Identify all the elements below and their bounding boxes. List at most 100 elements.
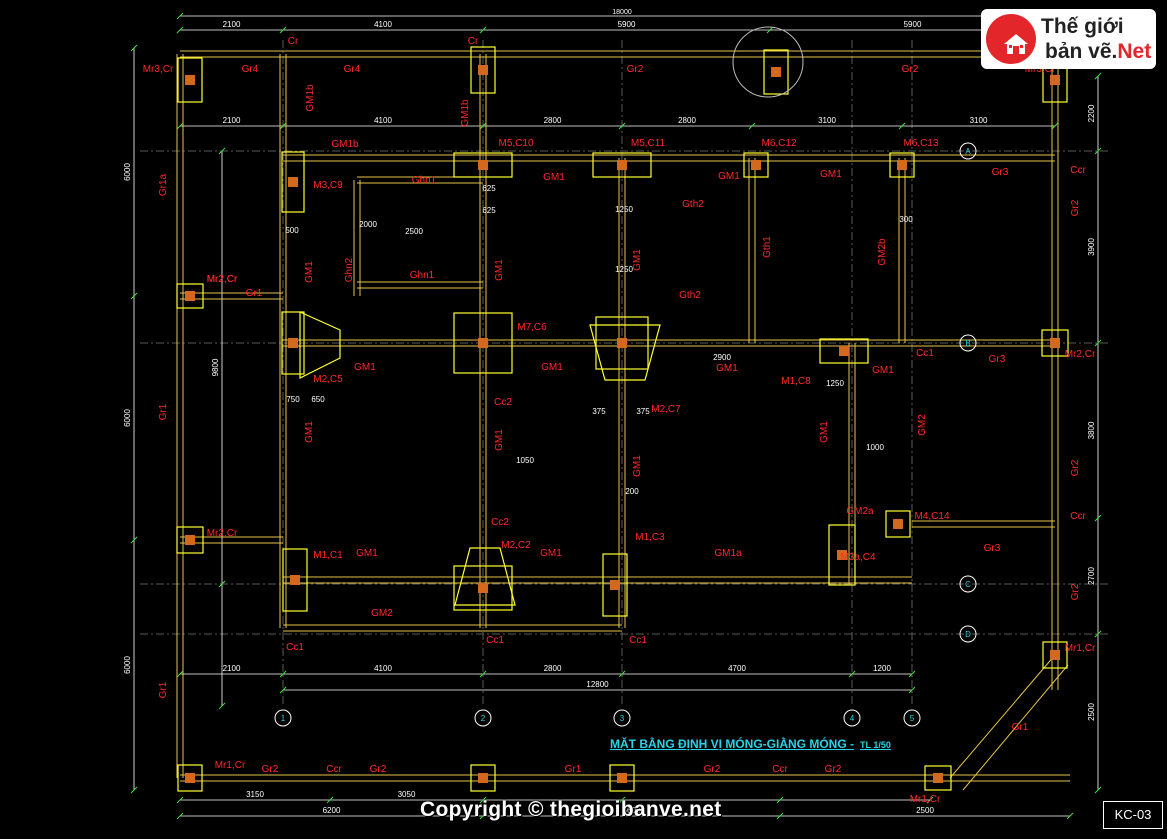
footing-label: M2,C7 [651,404,681,415]
dimension-tick [926,796,934,804]
column-label: Cc2 [491,517,509,528]
footings [176,26,1069,792]
beam-label: Ghn1 [412,175,437,186]
dimension-value: 2100 [223,664,241,673]
footing-outline [828,524,856,586]
beam-label: GM1 [540,548,562,559]
column-mark [617,773,627,783]
brand-logo[interactable]: Thế giới bản vẽ.Net [981,9,1156,69]
column-label: Cc1 [916,348,934,359]
beam-label: GM1 [716,363,738,374]
footing-label: M5,C10 [498,138,533,149]
dimension-tick [1094,630,1102,638]
logo-text-line2: bản vẽ.Net [1045,40,1151,64]
axis-bubble [959,142,977,160]
beam-label: GM1 [872,365,894,376]
footing-label: Mr1,Cr [1065,643,1096,654]
column-mark [478,583,488,593]
column-mark [893,519,903,529]
column-mark [1050,338,1060,348]
column-mark [1050,650,1060,660]
dimension-tick [479,812,487,820]
dimension-value: 3900 [1087,238,1096,256]
axis-bubble [959,334,977,352]
dimension-tick [1066,812,1074,820]
dimension-value: 2800 [544,664,562,673]
dimension-tick [776,812,784,820]
column-label: Ccr [326,764,342,775]
copyright-watermark: Copyright © thegioibanve.net [420,798,722,821]
axis-letter: D [965,630,971,639]
footing-label: M1,C1 [313,550,343,561]
small-dimension: 1500 [0,0,9,2]
dimension-value: 2500 [916,806,934,815]
dimension-tick [176,26,184,34]
dimension-tick [618,670,626,678]
footing-label: M1,C8 [781,376,811,387]
drawing-title-text: MẶT BẰNG ĐỊNH VỊ MÓNG-GIẰNG MÓNG - [610,737,854,751]
beam-label: GM1 [718,171,740,182]
column-mark [610,580,620,590]
footing-outline [763,49,789,95]
beam-label: Gr3 [984,543,1001,554]
beam-label: GM1 [356,548,378,559]
beam-label: GM1 [543,172,565,183]
dimension-tick [176,12,184,20]
footing-outline [177,764,203,792]
beam-label: Gr2 [627,64,644,75]
column-mark [1050,75,1060,85]
footing-outline [453,565,513,611]
small-dimension: 2000 [359,220,377,229]
drawing-scale: TL 1/50 [859,740,891,750]
beam-label: Gr2 [1070,459,1081,476]
column-mark [617,338,627,348]
dimension-tick [218,147,226,155]
beam-label: Gth1 [762,236,773,258]
beam-label: Gr3 [992,167,1009,178]
footing-label: M7,C6 [517,322,547,333]
footing-label: M2,C2 [501,540,531,551]
axis-number: 1 [281,714,286,723]
axis-bubble [274,709,292,727]
footing-outline [1041,329,1069,357]
small-dimension: 1250 [615,205,633,214]
beam-label: GM1b [305,84,316,112]
footing-label: M3a,C4 [840,552,875,563]
dimension-tick [279,670,287,678]
beam-label: GM1 [494,429,505,451]
small-dimension: 1050 [516,456,534,465]
small-dimension: 500 [285,226,299,235]
axis-number: 4 [850,714,855,723]
dimension-tick [748,122,756,130]
dimension-tick [618,122,626,130]
dimension-value: 2100 [223,20,241,29]
footing-outline [595,316,649,370]
beam-edge [962,664,1069,791]
axis-letter: B [965,339,970,348]
logo-badge [986,14,1036,64]
beam-label: Gr4 [242,64,259,75]
beam-label: Gr2 [704,764,721,775]
dimension-value: 3100 [970,116,988,125]
column-mark [478,65,488,75]
dimension-tick [279,26,287,34]
column-label: Cc1 [286,642,304,653]
footing-label: Mr2,Cr [1065,349,1096,360]
dimension-tick [326,796,334,804]
dimension-tick [908,670,916,678]
footing-outline [470,764,496,792]
dimension-tick [176,796,184,804]
axis-number: 2 [481,714,486,723]
column-mark [478,160,488,170]
footing-label: M6,C12 [761,138,796,149]
beam-label: GM1a [714,548,742,559]
dimension-tick [130,536,138,544]
dimension-value: 12800 [586,680,609,689]
dimension-value: 5900 [618,20,636,29]
footing-label: M2,C5 [313,374,343,385]
dimension-tick [479,26,487,34]
dimension-lines [130,12,1110,820]
footing-outline [282,548,308,612]
footing-outline [454,547,516,606]
